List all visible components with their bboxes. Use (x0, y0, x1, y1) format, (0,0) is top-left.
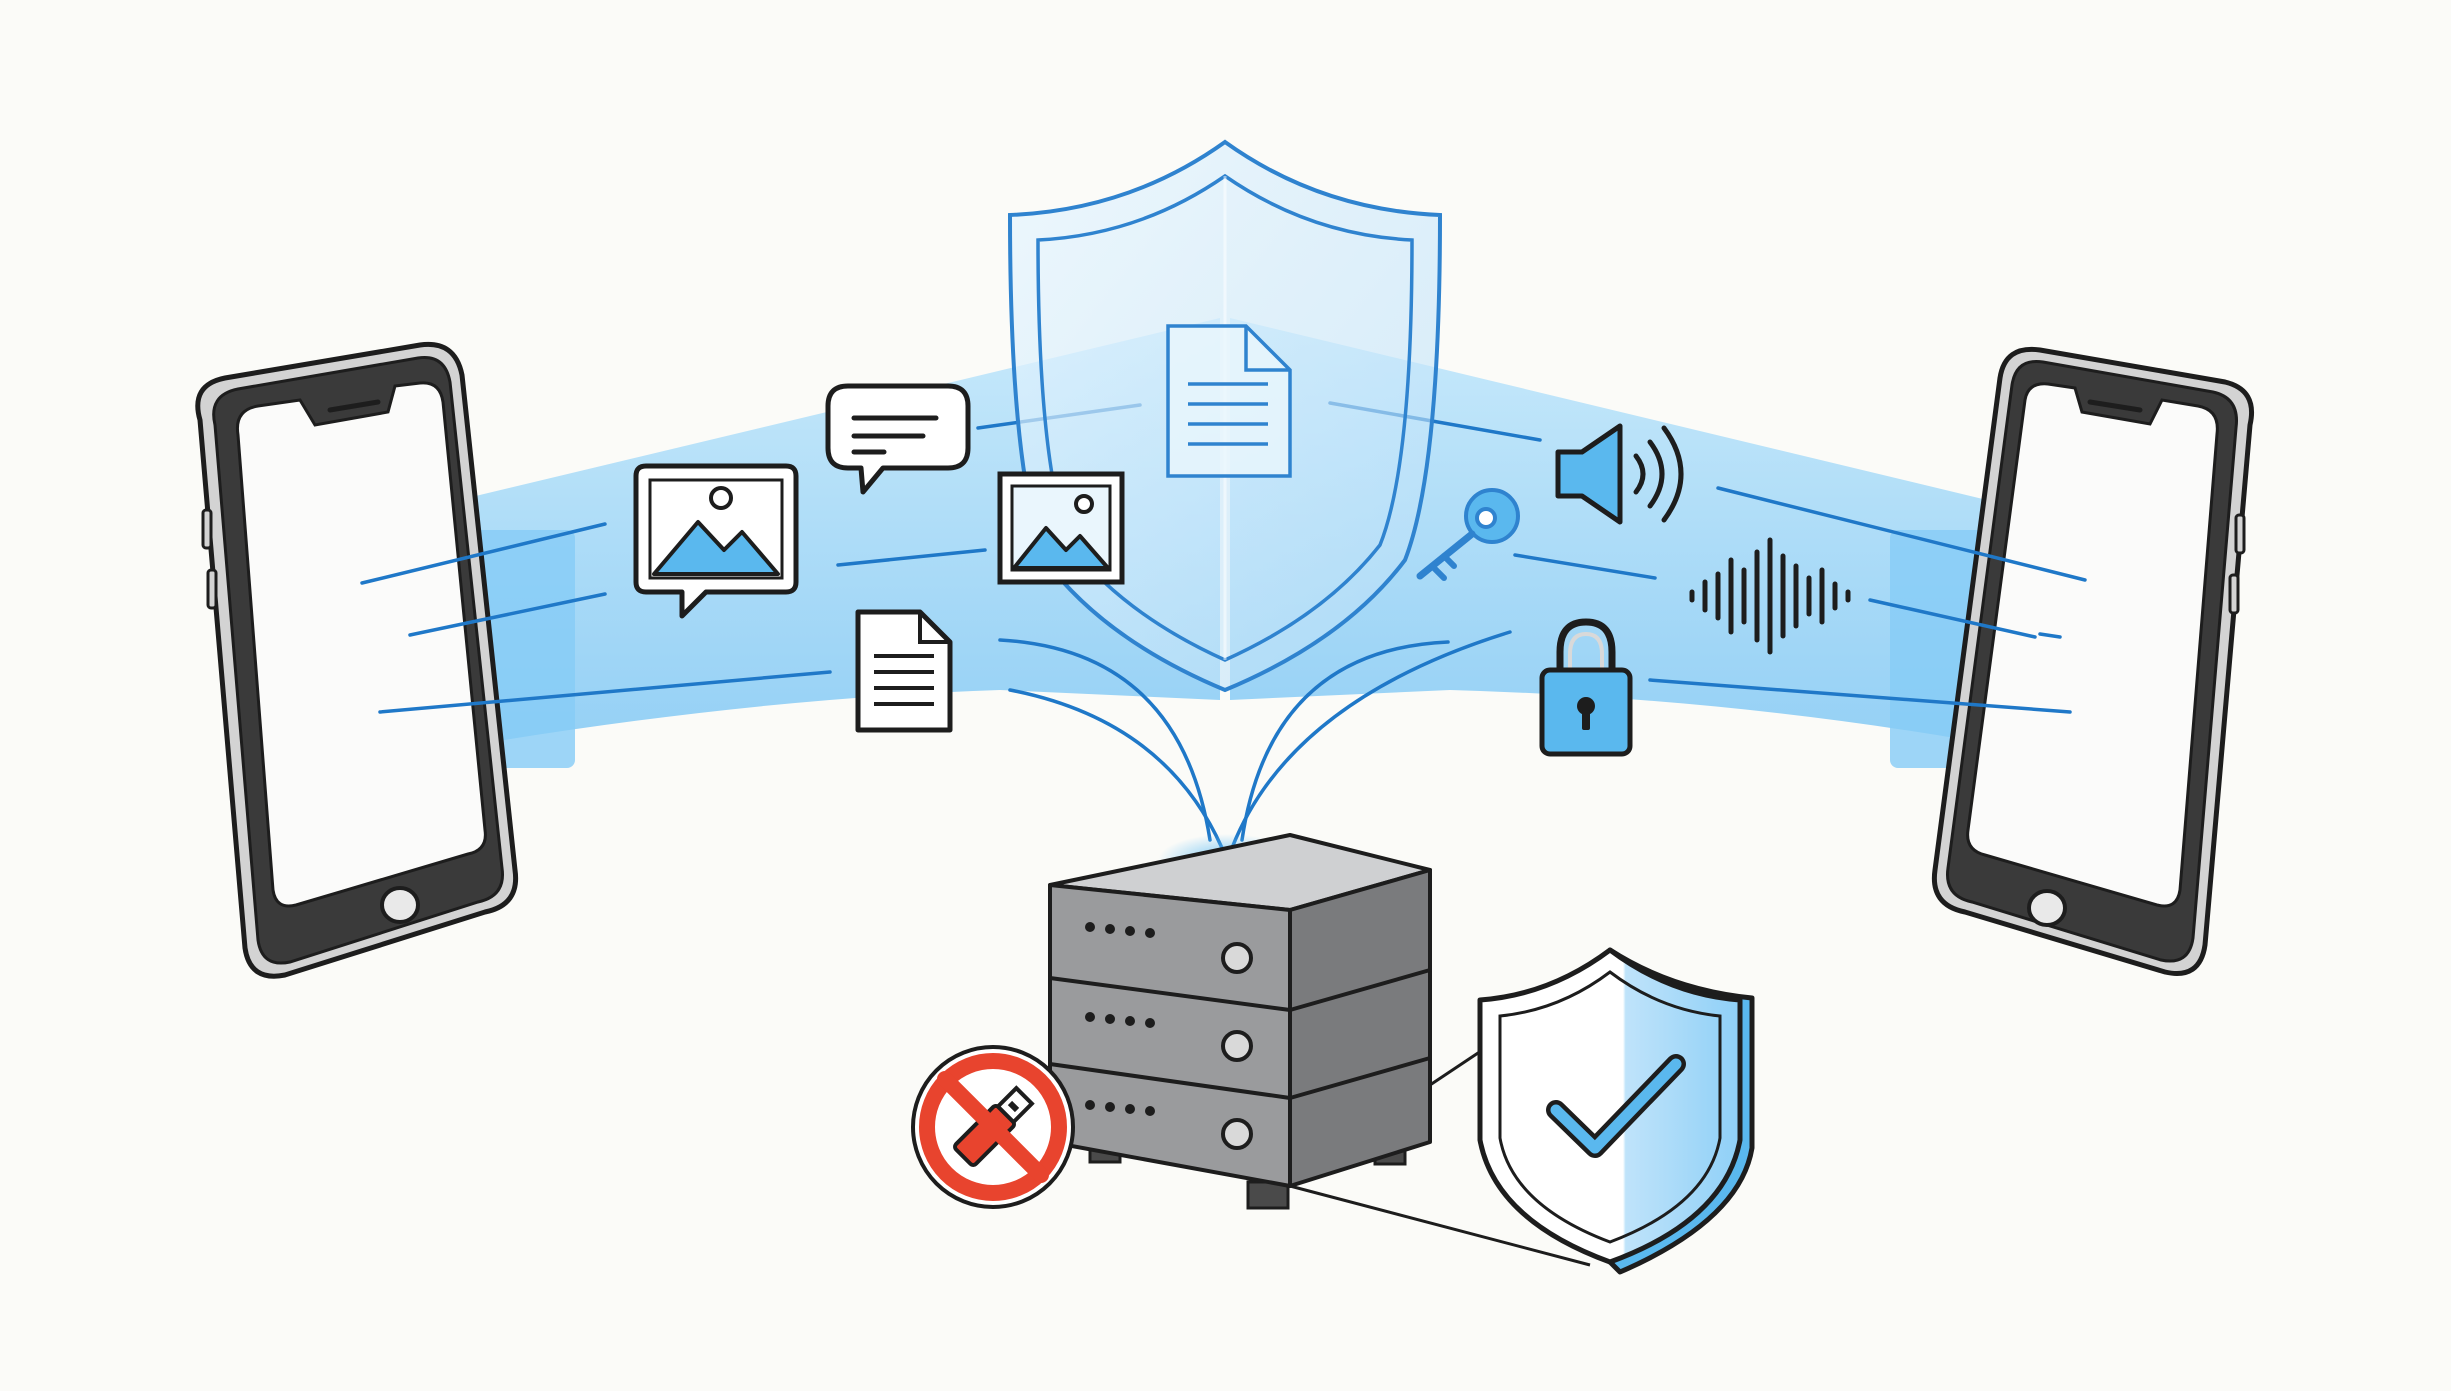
document-icon (1166, 324, 1292, 478)
no-usb-icon (911, 1045, 1075, 1209)
sound-wave-icon (1689, 537, 1851, 655)
speaker-icon (1555, 423, 1684, 525)
image-icon (997, 471, 1125, 585)
right-phone-icon (1931, 346, 2254, 976)
shield-check-icon (1477, 947, 1755, 1275)
lock-icon (1539, 618, 1633, 757)
left-phone-icon (195, 341, 519, 979)
server-icon (1048, 833, 1432, 1210)
image-message-icon (633, 463, 799, 619)
document-small-icon (855, 609, 953, 733)
key-icon (1416, 488, 1520, 581)
connector-bottom (1289, 1184, 1591, 1267)
chat-bubble-icon (825, 383, 971, 495)
